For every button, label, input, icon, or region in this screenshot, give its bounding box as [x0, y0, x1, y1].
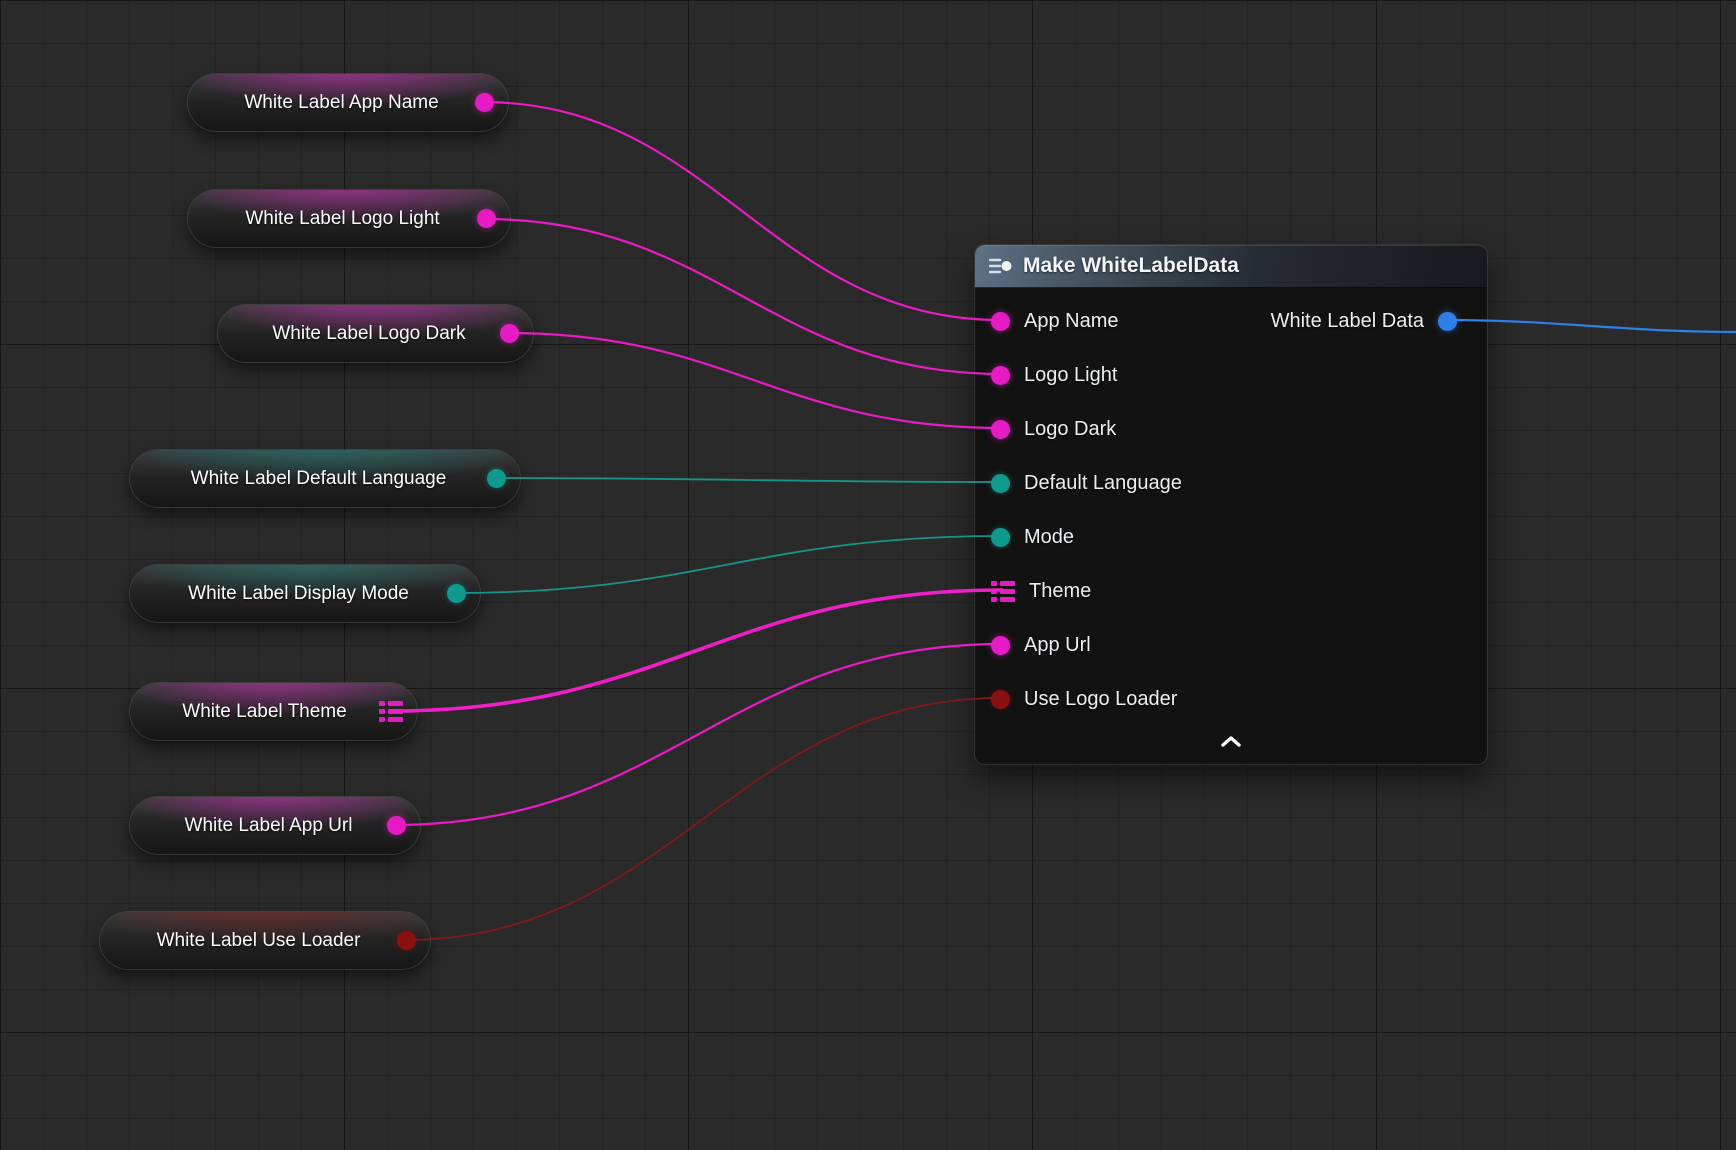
getter-node-logo-light[interactable]: White Label Logo Light: [188, 190, 510, 247]
getter-node-theme[interactable]: White Label Theme: [130, 683, 417, 740]
wire-app-name[interactable]: [482, 102, 1002, 320]
getter-label: White Label Use Loader: [120, 930, 397, 952]
pin-label: Theme: [1029, 580, 1091, 603]
wire-mode[interactable]: [454, 536, 1002, 593]
getter-node-app-url[interactable]: White Label App Url: [130, 797, 420, 854]
pin-label: Logo Dark: [1024, 418, 1116, 441]
wire-default-language[interactable]: [494, 478, 1002, 482]
wire-app-url[interactable]: [394, 644, 1002, 825]
pin-row: Default Language: [975, 456, 1487, 510]
chevron-up-icon: [1220, 735, 1242, 747]
pin-label: App Name: [1024, 310, 1119, 333]
pin-row: Logo Dark: [975, 402, 1487, 456]
pin-row: Logo Light: [975, 348, 1487, 402]
wire-white-label-data-output[interactable]: [1445, 320, 1736, 332]
pin-row: Use Logo Loader: [975, 672, 1487, 726]
node-title: Make WhiteLabelData: [1023, 254, 1239, 278]
getter-label: White Label App Url: [150, 815, 387, 837]
wire-logo-light[interactable]: [484, 219, 1002, 374]
pin-label: App Url: [1024, 634, 1091, 657]
input-pin-default-language[interactable]: [991, 474, 1010, 493]
pin-row: App Url: [975, 618, 1487, 672]
getter-node-logo-dark[interactable]: White Label Logo Dark: [218, 305, 533, 362]
node-header[interactable]: Make WhiteLabelData: [975, 245, 1487, 288]
pin-label: White Label Data: [1271, 310, 1424, 333]
wire-logo-dark[interactable]: [508, 333, 1002, 428]
getter-node-display-mode[interactable]: White Label Display Mode: [130, 565, 480, 622]
getter-label: White Label Theme: [150, 701, 379, 723]
collapse-node-button[interactable]: [975, 726, 1487, 756]
getter-label: White Label Logo Light: [208, 208, 477, 230]
make-whitelabeldata-node[interactable]: Make WhiteLabelData App Name White Label…: [975, 245, 1487, 764]
wire-use-loader[interactable]: [404, 698, 1002, 940]
getter-label: White Label App Name: [208, 92, 475, 114]
pin-row: Theme: [975, 564, 1487, 618]
getter-node-use-loader[interactable]: White Label Use Loader: [100, 912, 430, 969]
getter-node-app-name[interactable]: White Label App Name: [188, 74, 508, 131]
make-struct-icon: [989, 256, 1013, 276]
pin-label: Logo Light: [1024, 364, 1117, 387]
pin-label: Default Language: [1024, 472, 1182, 495]
input-pin-mode[interactable]: [991, 528, 1010, 547]
pin-row: Mode: [975, 510, 1487, 564]
getter-node-default-language[interactable]: White Label Default Language: [130, 450, 520, 507]
getter-label: White Label Default Language: [150, 468, 487, 490]
pin-label: Use Logo Loader: [1024, 688, 1177, 711]
input-pin-use-logo-loader[interactable]: [991, 690, 1010, 709]
pin-label: Mode: [1024, 526, 1074, 549]
getter-label: White Label Logo Dark: [238, 323, 500, 345]
node-body: App Name White Label Data Logo Light Log…: [975, 288, 1487, 756]
pin-row: App Name White Label Data: [975, 294, 1487, 348]
getter-label: White Label Display Mode: [150, 583, 447, 605]
